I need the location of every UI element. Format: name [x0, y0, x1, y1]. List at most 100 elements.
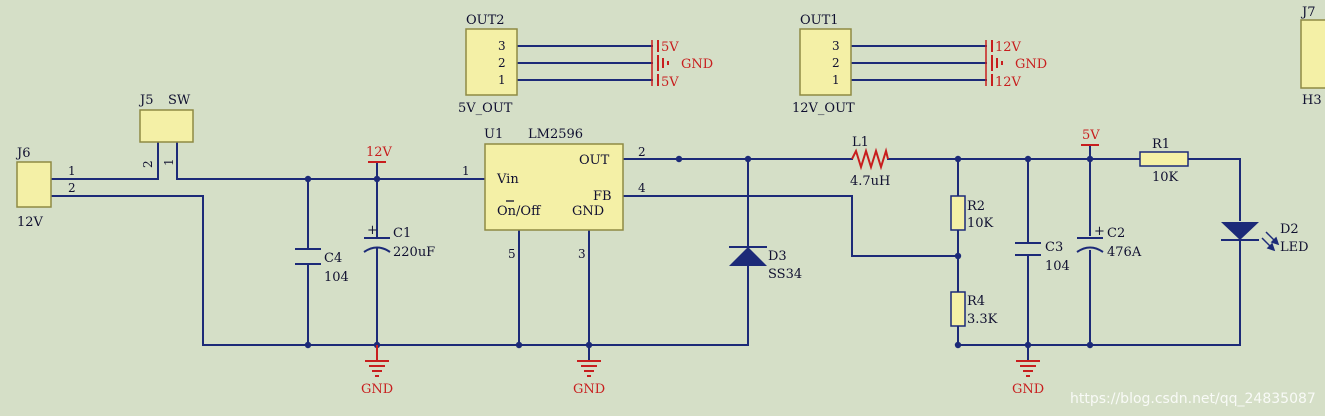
- c4-value: 104: [324, 270, 349, 285]
- c2-polarity-mark: +: [1094, 224, 1105, 239]
- d3-value: SS34: [768, 267, 802, 282]
- junction-dot: [675, 155, 683, 163]
- j5-ref: J5: [138, 93, 153, 108]
- u1-pin-onoff-label: On/Off: [497, 204, 542, 219]
- out2-pin1-number: 1: [498, 73, 506, 87]
- out1-ref: OUT1: [800, 13, 839, 28]
- gnd-symbol-u1: GND: [573, 360, 605, 397]
- connector-j7[interactable]: J7 H3: [1300, 5, 1325, 108]
- c3-value: 104: [1045, 259, 1070, 274]
- out1-net-pin1: 12V: [995, 75, 1022, 90]
- c3-gap: [1014, 243, 1042, 255]
- watermark-url: https://blog.csdn.net/qq_24835087: [1070, 391, 1316, 407]
- gnd-text: GND: [361, 382, 393, 397]
- c2-gap: [1076, 236, 1104, 250]
- c1-plate-curved: [363, 246, 391, 253]
- j6-pin1-number: 1: [68, 164, 76, 178]
- diode-d3[interactable]: D3 SS34: [729, 246, 802, 282]
- d2-triangle: [1221, 222, 1259, 240]
- connector-out2[interactable]: OUT2 3 2 1 5V_OUT 5V GND 5V: [458, 13, 713, 116]
- regulator-u1[interactable]: U1 LM2596 Vin OUT FB On/Off GND 1 2 4 5 …: [462, 127, 646, 261]
- c2-ref: C2: [1107, 226, 1125, 241]
- j7-body: [1300, 19, 1325, 89]
- r1-ref: R1: [1152, 137, 1170, 152]
- connector-j6[interactable]: J6 12V 1 2: [15, 146, 76, 230]
- net-label-5v: 5V: [1081, 128, 1100, 146]
- out1-pin3-number: 3: [832, 39, 840, 53]
- junction-dot: [1024, 155, 1032, 163]
- u1-pin4-number: 4: [638, 181, 646, 195]
- c2-plate-curved: [1076, 246, 1104, 253]
- j5-value: SW: [168, 93, 191, 108]
- j6-pin2-number: 2: [68, 181, 76, 195]
- switch-j5[interactable]: J5 SW 2 1: [138, 93, 194, 168]
- connector-out1[interactable]: OUT1 3 2 1 12V_OUT 12V GND 12V: [792, 13, 1047, 116]
- gnd-text: GND: [1012, 382, 1044, 397]
- junction-dot: [744, 155, 752, 163]
- l1-coil: [851, 147, 889, 171]
- r1-value: 10K: [1152, 170, 1179, 185]
- c1-value: 220uF: [393, 245, 435, 260]
- r2-value: 10K: [967, 216, 994, 231]
- capacitor-c1[interactable]: + C1 220uF: [363, 223, 435, 260]
- junction-dot: [585, 341, 593, 349]
- u1-ref: U1: [484, 127, 503, 142]
- u1-pin-vin-label: Vin: [496, 172, 519, 187]
- j6-body: [16, 161, 52, 208]
- resistor-r1[interactable]: R1 10K: [1139, 137, 1189, 185]
- net-label-12v: 12V: [366, 145, 393, 163]
- out1-pin1-number: 1: [832, 73, 840, 87]
- j7-value: H3: [1302, 93, 1322, 108]
- junction-dot: [304, 341, 312, 349]
- out1-gnd-icon: [991, 55, 1003, 71]
- gnd-text: GND: [573, 382, 605, 397]
- r4-body: [950, 291, 966, 327]
- wire-switch-to-vin: [176, 142, 486, 180]
- junction-dot: [954, 341, 962, 349]
- wire-j6-pin2: [51, 195, 749, 346]
- junction-dot: [954, 155, 962, 163]
- r2-ref: R2: [967, 199, 985, 214]
- resistor-r2[interactable]: R2 10K: [950, 195, 994, 231]
- junction-dot: [1024, 341, 1032, 349]
- capacitor-c4[interactable]: C4 104: [295, 248, 349, 285]
- r2-body: [950, 195, 966, 231]
- out1-net-pin2: GND: [1015, 57, 1047, 72]
- wire-fb: [622, 195, 959, 257]
- d3-triangle: [729, 247, 767, 266]
- out2-net-pin1: 5V: [661, 75, 679, 90]
- capacitor-c2[interactable]: + C2 476A: [1076, 224, 1142, 260]
- u1-pin1-number: 1: [462, 164, 470, 178]
- junctions: [304, 155, 1094, 349]
- out2-gnd-icon: [657, 55, 669, 71]
- net-12v-text: 12V: [366, 145, 393, 160]
- u1-pin3-number: 3: [578, 247, 586, 261]
- resistor-r4[interactable]: R4 3.3K: [950, 291, 998, 327]
- j6-value: 12V: [17, 215, 44, 230]
- r4-ref: R4: [967, 294, 985, 309]
- l1-value: 4.7uH: [850, 174, 890, 189]
- junction-dot: [1086, 155, 1094, 163]
- u1-value: LM2596: [528, 127, 583, 142]
- out2-pin2-number: 2: [498, 56, 506, 70]
- out1-net-pin3: 12V: [995, 40, 1022, 55]
- r4-value: 3.3K: [967, 312, 998, 327]
- capacitor-c3[interactable]: C3 104: [1014, 240, 1070, 274]
- u1-pin-gnd-label: GND: [572, 204, 604, 219]
- inductor-l1[interactable]: L1 4.7uH: [850, 135, 890, 189]
- d2-ref: D2: [1280, 222, 1299, 237]
- wire-j6-pin1: [51, 142, 159, 180]
- led-d2[interactable]: D2 LED: [1221, 222, 1309, 255]
- j7-ref: J7: [1300, 5, 1315, 20]
- d2-value: LED: [1280, 240, 1309, 255]
- junction-dot: [1086, 341, 1094, 349]
- c4-ref: C4: [324, 251, 342, 266]
- gnd-symbol-c3: GND: [1012, 360, 1044, 397]
- wire-r1-d2: [1187, 158, 1241, 221]
- junction-dot: [954, 252, 962, 260]
- d3-ref: D3: [768, 249, 787, 264]
- out1-body: [799, 28, 852, 96]
- wire-d2-gnd: [957, 239, 1241, 346]
- r1-body: [1139, 151, 1189, 167]
